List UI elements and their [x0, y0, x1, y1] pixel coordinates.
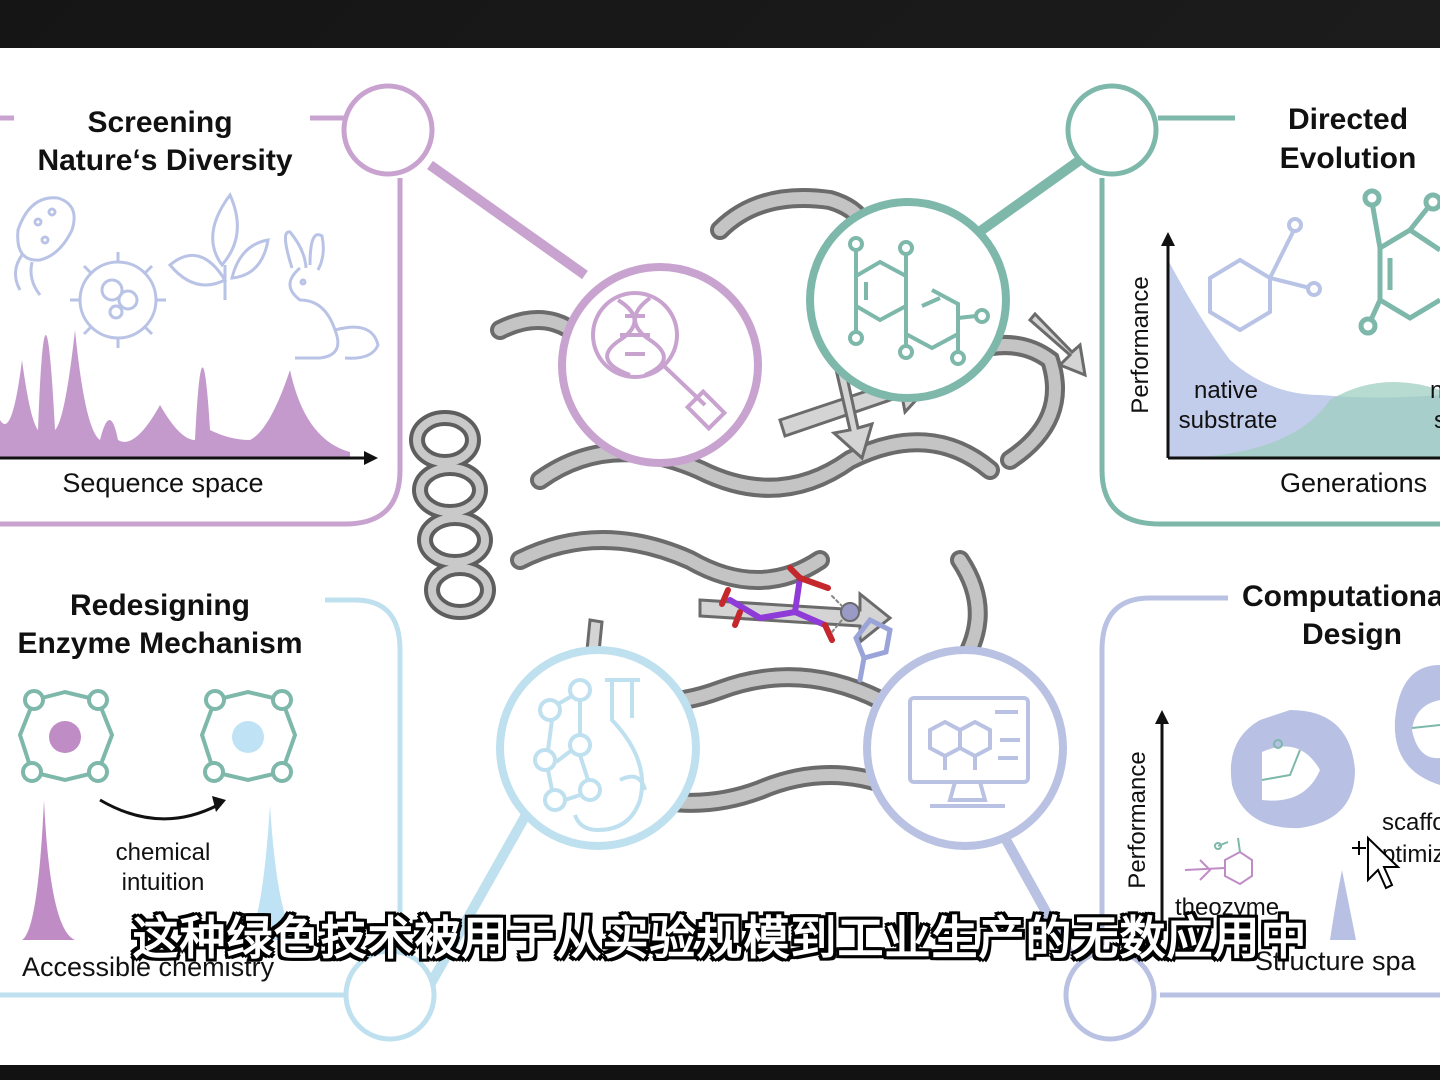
- computational-title-line1: Computational: [1242, 580, 1440, 613]
- screening-xlabel: Sequence space: [62, 468, 263, 498]
- icon-circle-screening: [558, 263, 762, 467]
- redesign-xlabel: Accessible chemistry: [22, 952, 275, 982]
- redesign-arrow-label-line2: intuition: [122, 869, 205, 896]
- metal-ion: [840, 602, 860, 622]
- intuition-arrow: [99, 798, 219, 821]
- redesign-arrow-label-line1: chemical: [116, 839, 211, 866]
- video-subtitle: 这种绿色技术被用于从实验规模到工业生产的无数应用中: [132, 911, 1308, 965]
- top-letterbox: [0, 0, 1440, 48]
- magnifier-dna-icon: [591, 291, 728, 432]
- histidine: [853, 616, 893, 683]
- video-frame: Screening Nature‘s Diversity Sequence sp…: [0, 48, 1440, 1065]
- node-bottom-left: [343, 948, 437, 1042]
- screening-title-line2: Nature‘s Diversity: [37, 144, 292, 177]
- screening-spectrum: [0, 330, 350, 458]
- directed-xlabel: Generations: [1280, 468, 1427, 498]
- bacterium-icon: [14, 196, 76, 296]
- ring-left-icon: [17, 689, 115, 783]
- computer-screen-icon: [908, 696, 1030, 808]
- theozyme-ligand-icon: [1184, 850, 1253, 886]
- redesign-title-line1: Redesigning: [70, 589, 250, 622]
- directed-partial-n: n: [1430, 377, 1440, 404]
- bottom-letterbox: [0, 1065, 1440, 1080]
- molecule-small-icon: [1208, 217, 1322, 333]
- directed-native-line2: substrate: [1179, 407, 1278, 434]
- peak-purple: [22, 800, 75, 940]
- panel-directed-evolution: Directed Evolution Performance native su…: [1099, 103, 1440, 527]
- peak-blue: [245, 805, 300, 940]
- connectors: [341, 83, 1159, 1042]
- new-substrate-area: [1168, 382, 1440, 458]
- molecule-large-icon: [1358, 188, 1440, 336]
- directed-partial-s: s: [1434, 407, 1440, 434]
- computational-theozyme: theozyme: [1175, 894, 1279, 921]
- panel-redesign: Redesigning Enzyme Mechanism chemical in…: [0, 589, 403, 998]
- plant-icon: [167, 192, 270, 300]
- directed-native-line1: native: [1194, 377, 1258, 404]
- node-top-right: [1065, 83, 1159, 177]
- computational-scaffold-line1: scaffo: [1382, 809, 1440, 836]
- ligand: [719, 565, 835, 643]
- screening-title-line1: Screening: [87, 106, 232, 139]
- rabbit-icon: [284, 230, 380, 360]
- directed-title-line2: Evolution: [1280, 142, 1417, 175]
- protein-structure: [409, 188, 1087, 813]
- redesign-title-line2: Enzyme Mechanism: [17, 627, 302, 660]
- computational-ylabel: Performance: [1124, 751, 1151, 888]
- node-top-left: [341, 83, 435, 177]
- molecule-network-icon: [848, 236, 990, 366]
- directed-ylabel: Performance: [1127, 276, 1154, 413]
- directed-title-line1: Directed: [1288, 103, 1408, 136]
- mouse-cursor-icon: [1352, 835, 1401, 890]
- icon-circle-redesign: [496, 646, 700, 850]
- icon-circle-directed: [806, 198, 1010, 402]
- node-bottom-right: [1063, 948, 1157, 1042]
- cell-icon: [70, 252, 166, 348]
- enzyme-engineering-diagram: Screening Nature‘s Diversity Sequence sp…: [0, 83, 1440, 1042]
- computational-xlabel: Structure spa: [1255, 946, 1417, 976]
- ring-right-icon: [199, 689, 298, 783]
- panel-computational: Computational Design Performance scaffo …: [1099, 580, 1440, 998]
- panel-screening: Screening Nature‘s Diversity Sequence sp…: [0, 106, 403, 527]
- computational-title-line2: Design: [1302, 618, 1402, 651]
- icon-circle-computational: [863, 646, 1067, 850]
- flask-network-icon: [533, 678, 647, 833]
